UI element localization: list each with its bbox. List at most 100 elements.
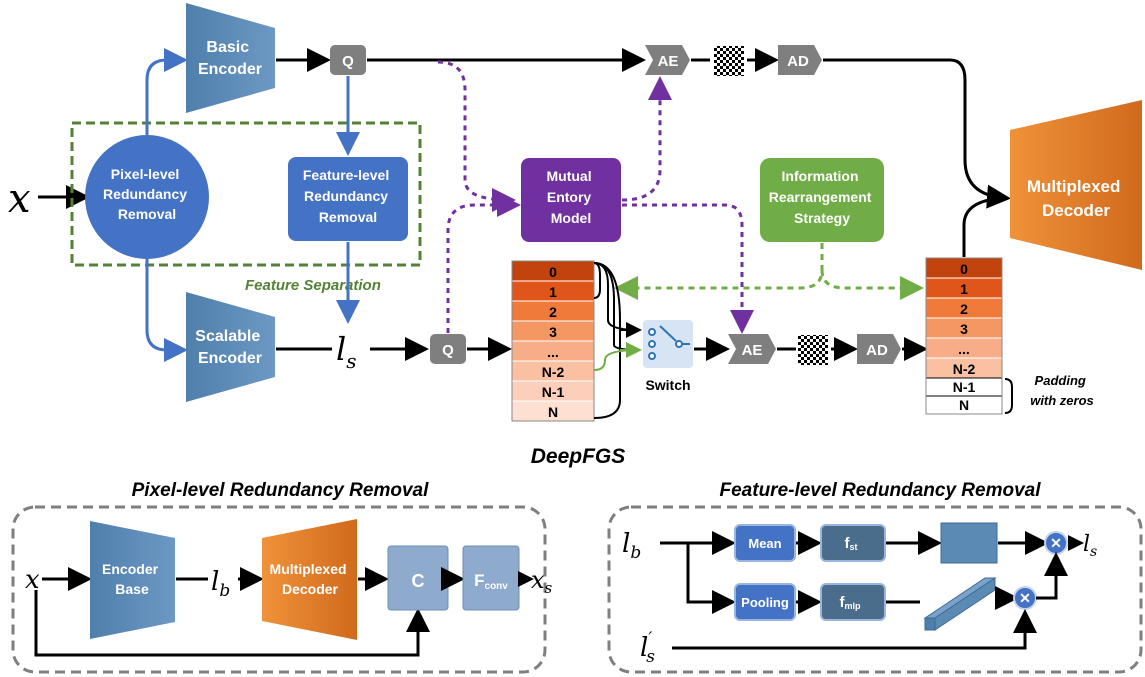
feature-level-removal-node (288, 157, 408, 241)
svg-text:Scalable Encoder: Scalable Encoder (195, 328, 264, 367)
feature-removal-line2: Redundancy (304, 188, 388, 204)
mutual-entropy-model (521, 158, 621, 242)
scalable-encoder (186, 292, 275, 402)
left-layer-6: N-1 (542, 384, 565, 400)
right-layer-3: 3 (960, 321, 968, 337)
padding-label-2: with zeros (1030, 393, 1094, 408)
svg-text:Mutual Entory Model: Mutual Entory Model (547, 168, 596, 226)
switch-label: Switch (645, 377, 690, 393)
pixel-panel-box (11, 505, 547, 674)
multiply-icon: ✕ (1019, 590, 1031, 606)
green-bracket (593, 349, 641, 371)
pixel-decoder-line2: Decoder (282, 581, 339, 597)
lb-symbol: lb (211, 567, 230, 601)
left-layer-4: ... (547, 344, 559, 360)
arithmetic-encoder-bottom (728, 334, 776, 364)
main-title: DeepFGS (531, 445, 626, 468)
padding-label-1: Padding (1035, 373, 1086, 388)
feature-panel-box (607, 505, 1143, 674)
switch-icon (648, 325, 690, 360)
fmlp-block (820, 583, 886, 621)
quantizer-bottom-label: Q (442, 342, 454, 359)
feature-ls-symbol: ls (1083, 532, 1097, 560)
pixel-panel-title: Pixel-level Redundancy Removal (132, 480, 429, 501)
strategy-to-left-layers (614, 243, 824, 300)
right-layer-2: 2 (960, 301, 968, 317)
decoder-line2: Decoder (1042, 201, 1110, 220)
fconv-block (462, 545, 520, 611)
multiply-icon: ✕ (1050, 535, 1062, 551)
pixel-removal-line3: Removal (118, 206, 176, 222)
information-rearrangement-strategy (760, 158, 884, 242)
ae-bottom-label: AE (742, 342, 763, 359)
fmlp-label: fmlp (839, 594, 861, 611)
ae-top-label: AE (658, 53, 679, 70)
fconv-label: Fconv (474, 571, 508, 592)
svg-text:Multiplexed Decoder: Multiplexed Decoder (270, 561, 351, 597)
pixel-level-removal-node (85, 135, 209, 259)
qb-to-mutual-entropy (446, 193, 521, 333)
spatial-map (940, 522, 998, 564)
arithmetic-decoder-top (778, 45, 822, 75)
ad-bottom-label: AD (866, 342, 888, 359)
svg-text:Encoder Base: Encoder Base (102, 561, 162, 597)
left-layer-0: 0 (549, 264, 557, 280)
mutual-entropy-line2: Entory (547, 189, 592, 205)
left-layer-3: 3 (549, 324, 557, 340)
input-x: x (8, 176, 31, 222)
q-to-mutual-entropy (437, 60, 516, 212)
bitstream-top (714, 46, 744, 76)
pixel-removal-line2: Redundancy (103, 186, 187, 202)
mutual-to-ae-top (621, 76, 672, 202)
layer-group-brackets (593, 262, 641, 419)
left-layer-stack (511, 260, 595, 422)
svg-text:Multiplexed Decoder: Multiplexed Decoder (1027, 177, 1125, 220)
decoder-line1: Multiplexed (1027, 177, 1121, 196)
xs-symbol: xs (531, 566, 553, 597)
fst-block (820, 524, 886, 562)
pixel-removal-line1: Pixel-level (111, 166, 180, 182)
strategy-to-right-layers (820, 269, 924, 300)
left-layer-5: N-2 (542, 364, 565, 380)
mean-label: Mean (748, 536, 781, 551)
mutual-to-ae-bottom (622, 203, 754, 334)
bitstream-bottom (798, 335, 828, 365)
pixel-panel-x: x (25, 565, 40, 595)
channel-vector (923, 577, 997, 631)
right-layer-7: N (959, 397, 969, 413)
basic-encoder (186, 3, 275, 113)
svg-text:Pixel-level Redundancy: Pixel-level Redundancy Removal (103, 166, 191, 222)
pixel-panel-decoder (262, 519, 357, 640)
quantizer-top (330, 45, 366, 75)
info-strategy-line3: Strategy (794, 210, 850, 226)
left-layer-1: 1 (549, 284, 557, 300)
ls-symbol: ls (336, 330, 357, 373)
quantizer-bottom (430, 334, 466, 364)
multiplexed-decoder (1010, 100, 1142, 270)
svg-text:Feature-level Redundancy: Feature-level Redundancy Removal (303, 167, 393, 225)
fst-label: fst (844, 535, 857, 552)
info-strategy-line2: Rearrangement (769, 189, 872, 205)
svg-text:Padding with zeros: Padding with zeros (1030, 373, 1094, 408)
basic-encoder-line2: Encoder (198, 61, 262, 78)
right-layer-1: 1 (960, 281, 968, 297)
mean-block (734, 524, 796, 562)
right-layer-5: N-2 (953, 361, 976, 377)
arithmetic-decoder-bottom (857, 334, 901, 364)
scalable-encoder-line1: Scalable (195, 328, 260, 345)
quantizer-top-label: Q (342, 53, 354, 70)
mutual-entropy-line3: Model (551, 210, 591, 226)
encoder-base (90, 521, 175, 639)
right-layer-stack (925, 257, 1003, 415)
left-layer-2: 2 (549, 304, 557, 320)
right-layer-6: N-1 (953, 379, 976, 395)
concat-label: C (412, 571, 425, 591)
pooling-block (734, 583, 796, 621)
ad-top-label: AD (787, 53, 809, 70)
feature-separation-label: Feature Separation (245, 277, 381, 294)
encoder-base-line1: Encoder (102, 561, 159, 577)
feature-lb-symbol: lb (622, 529, 641, 563)
svg-text:Basic Encoder: Basic Encoder (198, 39, 262, 78)
feature-separation-box (70, 121, 422, 267)
